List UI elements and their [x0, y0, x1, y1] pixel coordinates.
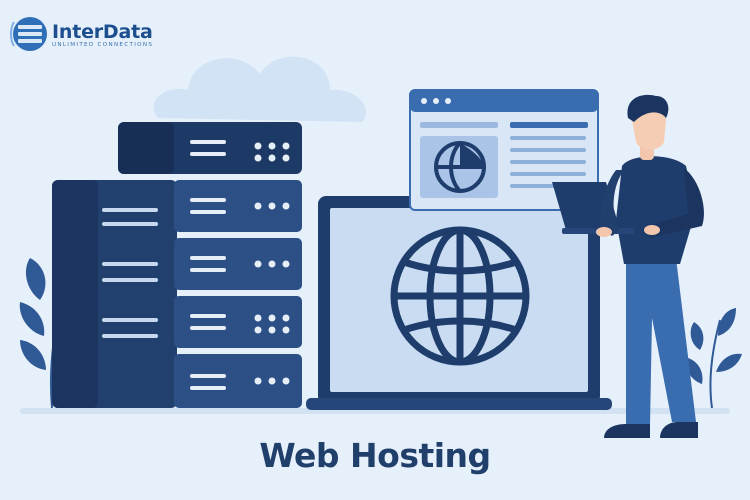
page-title: Web Hosting — [259, 436, 491, 475]
browser-window-icon — [409, 89, 599, 211]
globe-server-icon — [10, 17, 47, 51]
brand-name: InterData — [52, 21, 153, 43]
person-figure — [552, 94, 704, 438]
cloud-icon — [153, 56, 367, 122]
globe-icon — [390, 226, 530, 366]
server-rack-icon — [52, 180, 177, 408]
plant-icon — [686, 308, 742, 409]
server-stack-icon — [118, 122, 302, 408]
brand-tagline: UNLIMITED CONNECTIONS — [52, 42, 154, 48]
